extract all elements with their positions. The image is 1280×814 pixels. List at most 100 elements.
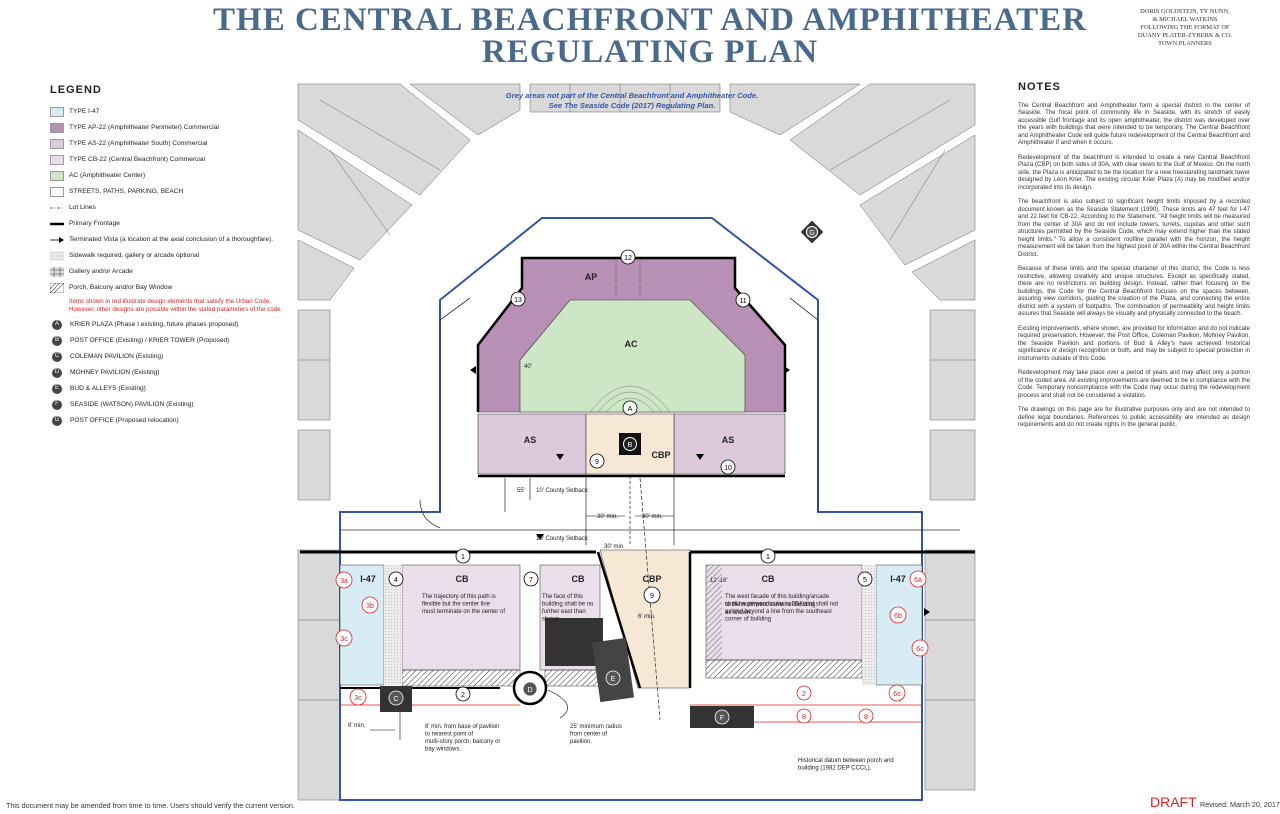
marker-circle: [335, 571, 353, 589]
legend-label: STREETS, PATHS, PARKING, BEACH: [69, 188, 184, 196]
marker-8-right: 8: [864, 714, 868, 721]
grey-block: [297, 309, 331, 421]
dim-6-min: 6' min.: [638, 614, 656, 620]
note-line: to nearest point of: [425, 732, 473, 738]
place-marker-icon: D: [52, 368, 62, 378]
note-line: The trajectory of this path is: [422, 594, 496, 600]
marker-circle: [349, 688, 367, 706]
notes-paragraph: Existing improvements, where shown, are …: [1018, 324, 1250, 362]
road-edge: [439, 297, 471, 512]
note-line: building shall be no: [542, 602, 594, 608]
amphitheater: [476, 256, 787, 478]
note-line: must terminate on the center of: [422, 609, 505, 615]
dim-30-right: 30' min.: [642, 514, 663, 520]
legend-line-sidewalk: Sidewalk required, gallery or arcade opt…: [50, 250, 290, 262]
legend-swatch: [50, 139, 64, 149]
note-line: Historical datum between porch and: [798, 758, 894, 764]
marker-3c: 3c: [340, 636, 348, 643]
legend: LEGEND TYPE I-47 TYPE AP-22 (Amphitheate…: [50, 84, 290, 431]
note-west-facade-3: as shown.: [725, 610, 752, 616]
credits: DORIS GOLDSTEIN, TY NUNN, & MICHAEL WATK…: [1100, 8, 1270, 48]
grey-block: [409, 83, 521, 136]
road-edges: [340, 297, 960, 531]
legend-label: TYPE AS-22 (Amphitheater South) Commerci…: [69, 140, 208, 148]
zone-labels: AP AC AS AS CBP CB CB CBP CB I-47 I-47: [360, 272, 906, 584]
legend-label: Terminated Vista (a location at the axia…: [69, 236, 274, 244]
zone-label-ac: AC: [625, 339, 638, 349]
note-line: as shown.: [725, 610, 752, 616]
legend-label: TYPE I-47: [69, 108, 100, 116]
marker-circle: [361, 596, 379, 614]
vista-arrow-icon: [556, 454, 564, 460]
notes-paragraph: The beachfront is also subject to signif…: [1018, 198, 1250, 258]
legend-swatch: [50, 107, 64, 117]
zone-label-cb-3: CB: [762, 574, 775, 584]
vista-arrow-icon: [696, 454, 704, 460]
sidewalk-strip: [384, 565, 402, 685]
marker-circle: [888, 684, 906, 702]
place-f-circle: [714, 709, 730, 725]
marker-9-bottom: 9: [650, 593, 654, 600]
credit-line: FOLLOWING THE FORMAT OF: [1140, 24, 1230, 31]
place-b-inner: [624, 438, 636, 450]
place-marker-icon: F: [52, 400, 62, 410]
place-d: D: [527, 687, 532, 694]
marker-circle: [643, 586, 661, 604]
zone-label-cbp-top: CBP: [651, 450, 670, 460]
place-e-circle: [605, 670, 621, 686]
dim-county-setback-top: 10' County Setback: [536, 488, 589, 494]
note-line: corner of building: [725, 617, 771, 623]
legend-line-frontage: Primary Frontage: [50, 218, 290, 230]
marker-circle: [857, 571, 873, 587]
marker-2-red: 2: [802, 691, 806, 698]
marker-1-right: 1: [766, 554, 770, 561]
sidewalk-hatch-icon: [50, 251, 64, 261]
gallery-hatch: [705, 659, 863, 679]
note-line: shown.: [542, 617, 561, 623]
marker-9-top: 9: [595, 459, 599, 466]
marker-circle: [858, 708, 874, 724]
legend-label: POST OFFICE (Proposed relocation): [70, 417, 179, 425]
note-line: to the northwest corner of building: [725, 602, 815, 608]
porch-hatch-icon: [50, 283, 64, 293]
legend-line-porch: Porch, Balcony and/or Bay Window: [50, 282, 290, 294]
zone-label-cbp-bottom: CBP: [642, 574, 661, 584]
note-west-facade-2: to the northwest corner of building: [725, 602, 815, 608]
dim-30-left: 30' min.: [597, 514, 618, 520]
marker-circle: [335, 629, 353, 647]
place-a: A: [628, 406, 633, 413]
zone-label-as-left: AS: [524, 435, 537, 445]
marker-3b: 3b: [366, 603, 374, 610]
lot-line-icon: [50, 207, 64, 209]
page-title: THE CENTRAL BEACHFRONT AND AMPHITHEATER …: [150, 4, 1150, 69]
notes-paragraph: Redevelopment may take place over a peri…: [1018, 369, 1250, 399]
dim-12-16: 12'-16': [710, 578, 728, 584]
legend-swatch: [50, 155, 64, 165]
note-line: bay windows.: [425, 747, 461, 753]
grey-block: [297, 239, 355, 301]
marker-circle: [523, 571, 539, 587]
credit-line: DUANY PLATER-ZYBERK & CO.: [1137, 32, 1233, 39]
frontage-diagonal: [596, 551, 642, 689]
legend-swatch: [50, 171, 64, 181]
marker-circle: [911, 639, 929, 657]
zone-label-i47-left: I-47: [360, 574, 376, 584]
credit-line: TOWN PLANNERS: [1158, 40, 1212, 47]
marker-3a: 3a: [340, 578, 348, 585]
vista-arrow-icon: [470, 366, 476, 374]
number-markers: 12 13 11 9 10 1 1 4 7 9 5 2: [388, 249, 873, 702]
legend-zone-streets: STREETS, PATHS, PARKING, BEACH: [50, 186, 290, 198]
zone-label-i47-right: I-47: [890, 574, 906, 584]
zone-ac: [519, 299, 746, 413]
legend-line-lot: Lot Lines: [50, 202, 290, 214]
dim-40: 40': [524, 364, 532, 370]
road-edge: [789, 297, 819, 512]
zone-cb-1: [401, 564, 521, 671]
grey-block: [297, 83, 471, 196]
red-markers: 3a 3b 3c 3c 6a 6b 6c 6c 2 8 8: [335, 570, 929, 724]
